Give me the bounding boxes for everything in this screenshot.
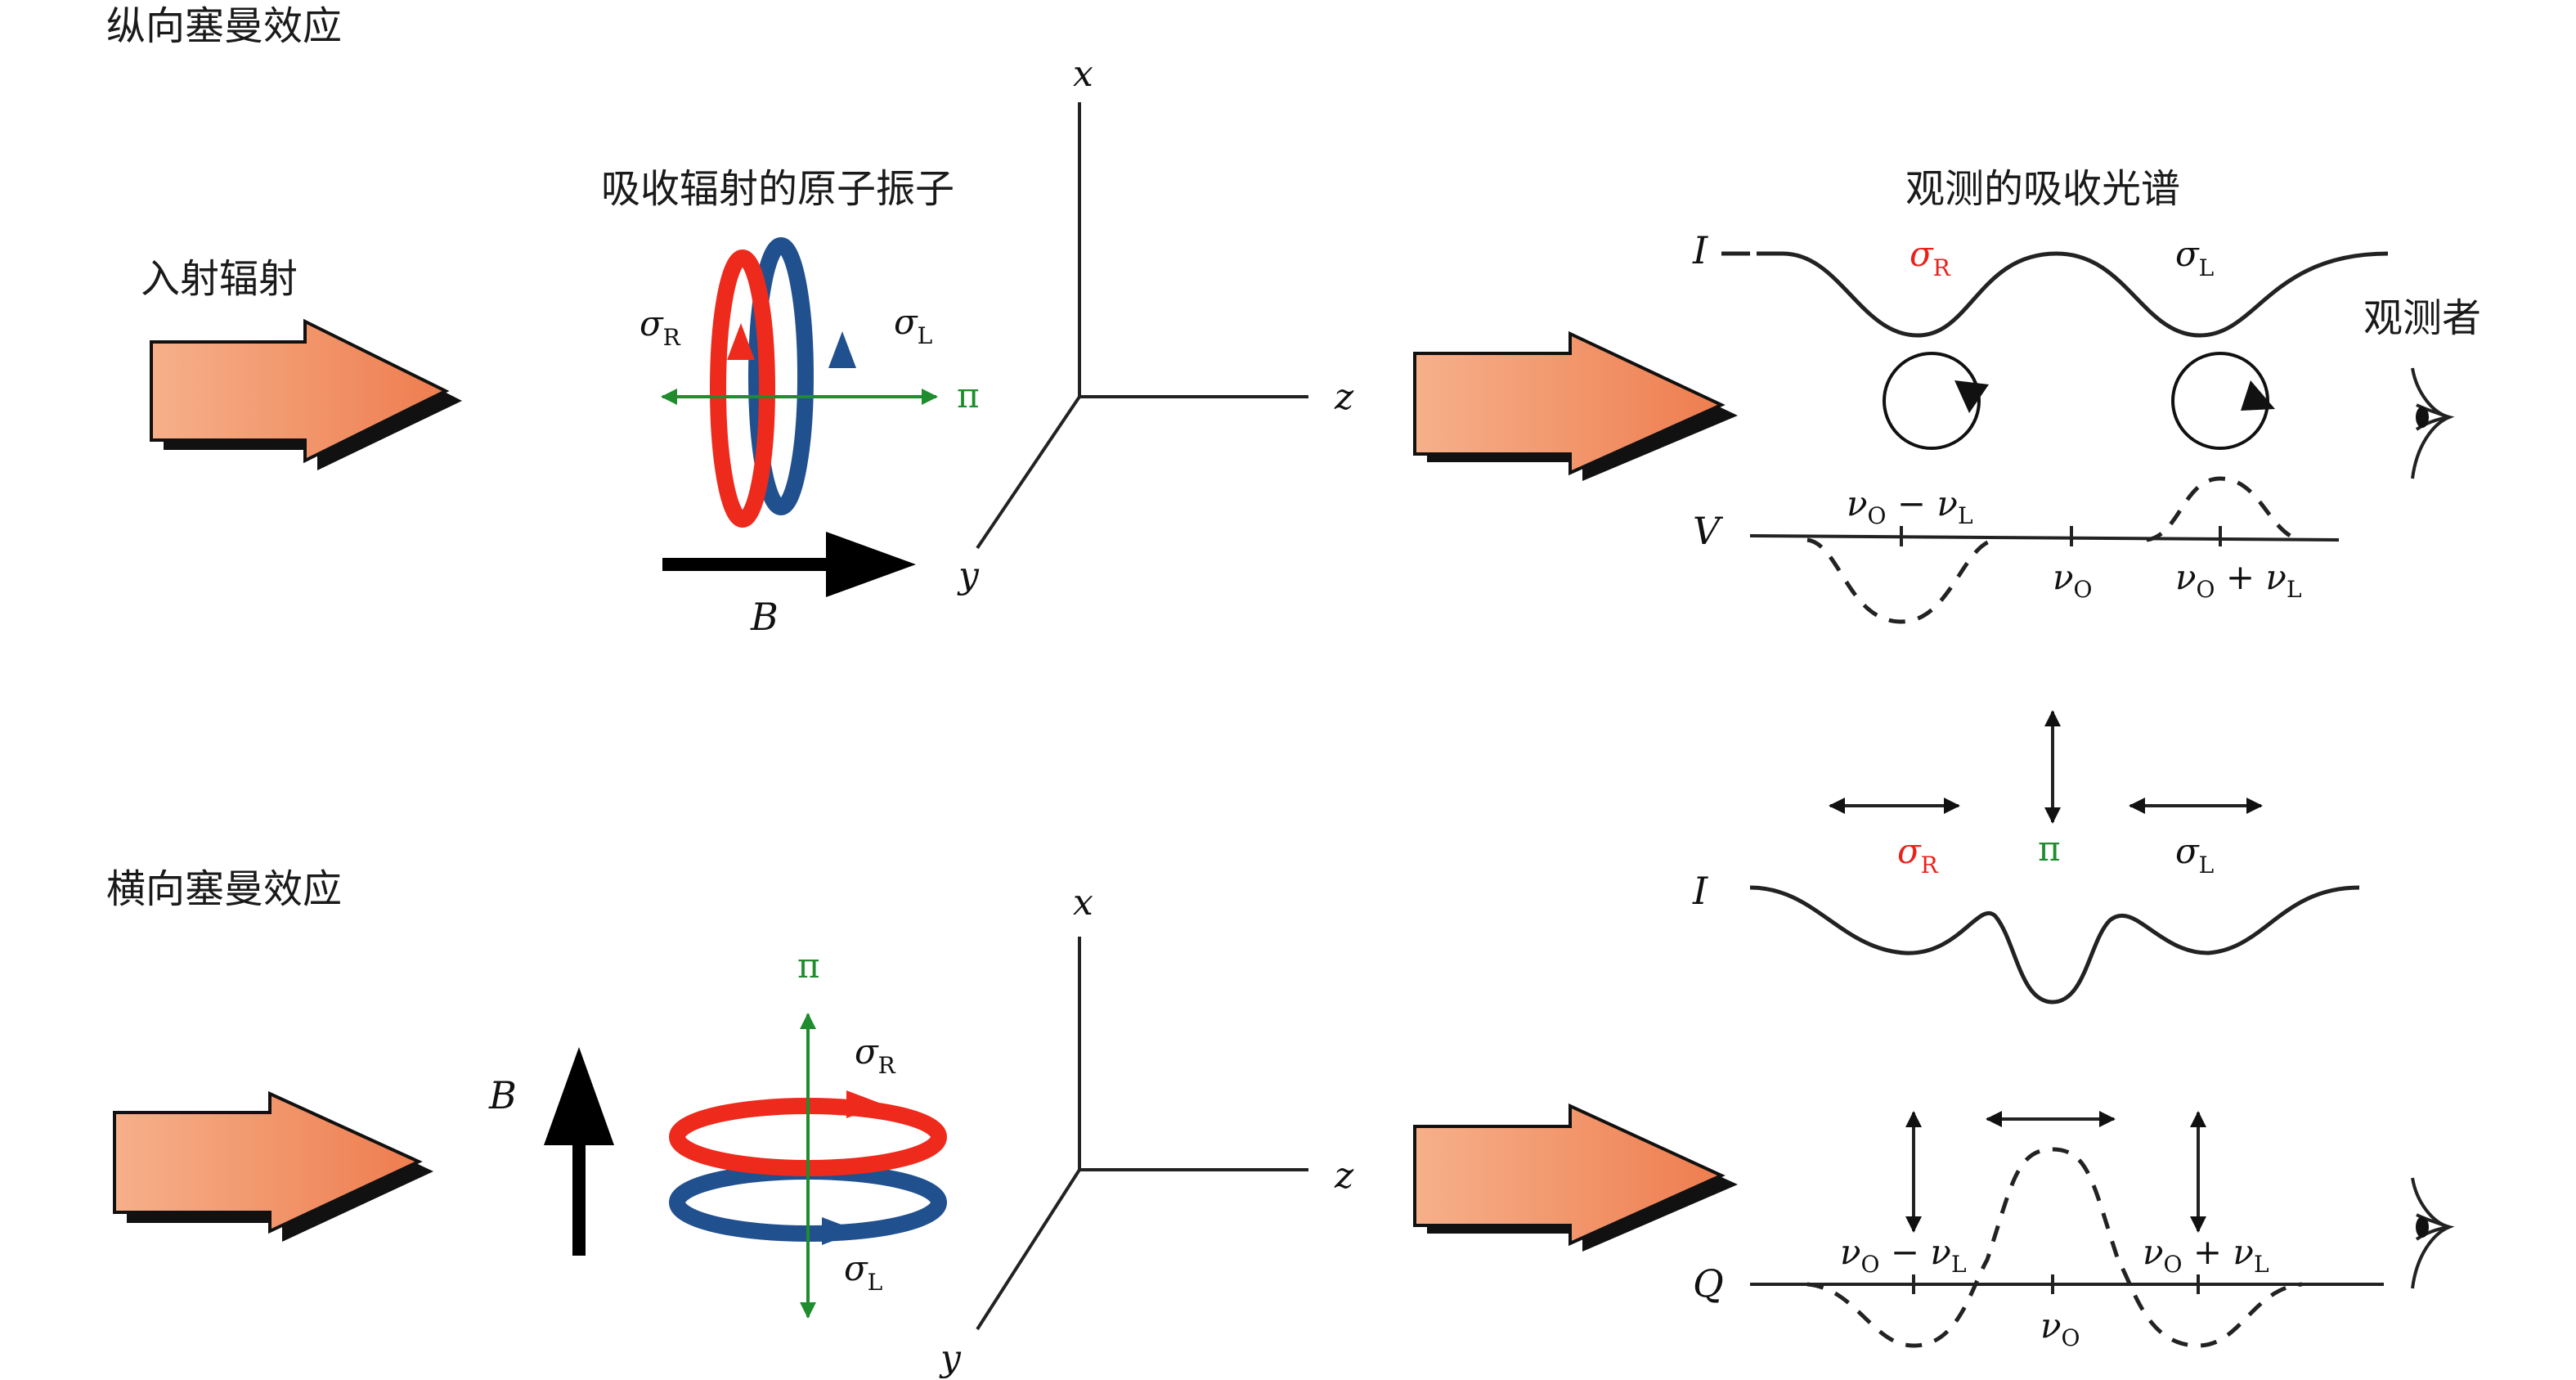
sigma-r-label-bottom: σR: [855, 1032, 896, 1079]
axis-x-label-top: x: [1073, 53, 1093, 95]
red-ring-arrowhead-bottom: [846, 1090, 883, 1118]
b-field-arrow-top: [662, 532, 916, 597]
pi-label-top: π: [957, 375, 980, 416]
nu-o-bottom: νO: [2040, 1306, 2080, 1351]
circular-polarization-l-icon: [2171, 352, 2275, 450]
intensity-profile-top: [1721, 251, 2389, 338]
axis-z-label-bottom: z: [1334, 1155, 1354, 1197]
axis-y-label-bottom: y: [939, 1337, 962, 1379]
stokes-q-profile: [1806, 1147, 2303, 1348]
v-baseline: [1749, 534, 2340, 542]
intensity-label-bottom: I: [1692, 869, 1708, 913]
transmitted-arrow-bottom: [1413, 1103, 1738, 1252]
nu-o-plus-nu-l-top: νO + νL: [2175, 557, 2302, 603]
incident-arrow-top: [150, 318, 462, 470]
pi-spectrum-bottom: π: [2038, 829, 2061, 869]
nu-o-top: νO: [2053, 557, 2093, 603]
stokes-v-label: V: [1693, 509, 1724, 553]
red-ring-sigma-r: [710, 249, 775, 528]
axis-z-label-top: z: [1334, 376, 1354, 418]
observer-eye-icon-bottom: [2411, 1177, 2455, 1289]
transverse-zeeman-title: 横向塞曼效应: [106, 866, 342, 912]
axes-bottom: [976, 937, 1308, 1331]
incident-radiation-label: 入射辐射: [141, 256, 298, 302]
incident-arrow-bottom: [113, 1090, 433, 1242]
transmitted-arrow-top: [1413, 330, 1738, 481]
nu-o-plus-nu-l-bottom: νO + νL: [2143, 1232, 2269, 1278]
observer-eye-icon-top: [2411, 367, 2455, 479]
oscillators-top: [661, 237, 938, 528]
blue-ring-arrowhead-bottom: [822, 1217, 859, 1245]
b-field-arrow-bottom: [544, 1047, 614, 1256]
sigma-l-label-top: σL: [894, 302, 932, 349]
intensity-profile-bottom: [1749, 885, 2360, 1005]
axis-x-label-bottom: x: [1073, 882, 1093, 924]
red-ring-arrowhead: [727, 323, 755, 360]
sigma-r-spectrum-top: σR: [1910, 234, 1951, 281]
nu-o-minus-nu-l-bottom: νO − νL: [1840, 1232, 1967, 1278]
axes-top: [976, 102, 1308, 550]
sigma-l-spectrum-top: σL: [2175, 234, 2214, 281]
axis-y-label-top: y: [957, 555, 980, 596]
blue-ring-arrowhead: [828, 331, 856, 368]
blue-ring-sigma-l: [748, 237, 814, 515]
b-label-bottom: B: [488, 1073, 517, 1117]
circular-polarization-r-icon: [1883, 352, 1989, 450]
sigma-r-label-top: σR: [640, 303, 681, 351]
observed-spectrum-label: 观测的吸收光谱: [1905, 166, 2180, 212]
sigma-l-spectrum-bottom: σL: [2175, 831, 2214, 879]
sigma-l-label-bottom: σL: [844, 1248, 882, 1296]
intensity-label-top: I: [1692, 228, 1708, 272]
observer-label: 观测者: [2363, 295, 2481, 341]
stokes-v-profile: [1806, 476, 2303, 624]
longitudinal-zeeman-title: 纵向塞曼效应: [106, 3, 342, 49]
stokes-q-label: Q: [1693, 1261, 1724, 1306]
pi-label-bottom: π: [797, 946, 820, 986]
oscillators-label: 吸收辐射的原子振子: [601, 166, 954, 212]
sigma-r-spectrum-bottom: σR: [1897, 831, 1939, 879]
nu-o-minus-nu-l-top: νO − νL: [1847, 483, 1973, 529]
oscillators-bottom: [669, 1013, 947, 1319]
b-label-top: B: [750, 595, 779, 639]
